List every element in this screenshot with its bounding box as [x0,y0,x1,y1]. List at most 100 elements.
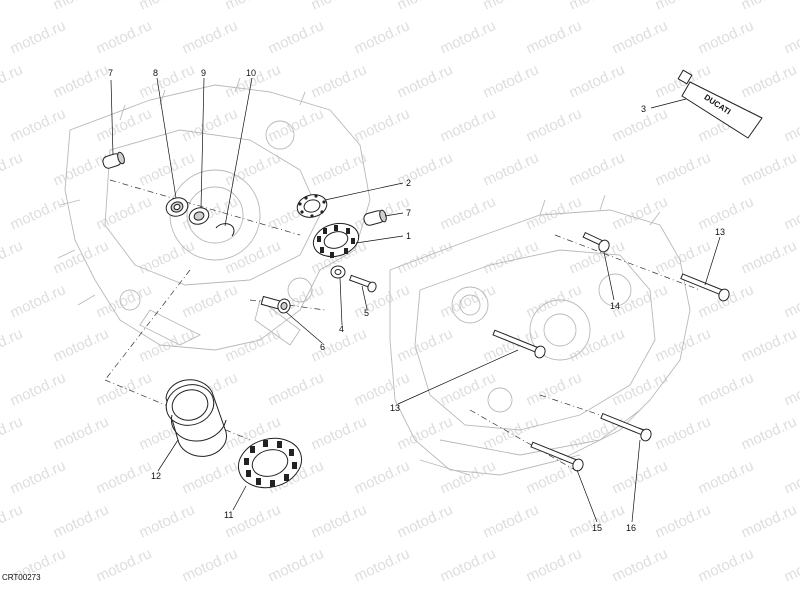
watermark-text-110: motod.ru [8,457,69,497]
watermark-text-13: motod.ru [266,17,327,57]
watermark-text-1: motod.ru [51,0,112,14]
watermark-text-5: motod.ru [395,0,456,14]
watermark-text-91: motod.ru [94,369,155,409]
callout-11: 11 [224,510,233,520]
watermark-text-4: motod.ru [309,0,370,14]
watermark-text-16: motod.ru [524,17,585,57]
watermark-text-109: motod.ru [739,413,800,453]
watermark-text-74: motod.ru [352,281,413,321]
watermark-text-26: motod.ru [481,61,542,101]
watermark-text-95: motod.ru [438,369,499,409]
watermark-text-132: motod.ru [180,545,241,585]
watermark-text-107: motod.ru [567,413,628,453]
callout-1: 1 [406,231,411,241]
callout-13-lower: 13 [390,403,400,413]
dowel-pin-right [363,209,387,226]
callout-3: 3 [641,104,646,114]
watermark-text-138: motod.ru [696,545,757,585]
watermark-text-108: motod.ru [653,413,714,453]
watermark-text-131: motod.ru [94,545,155,585]
callout-labels: 7 8 9 10 3 2 7 1 13 14 5 4 6 13 12 11 15… [108,68,725,533]
watermark-text-48: motod.ru [653,149,714,189]
watermark-text-137: motod.ru [610,545,671,585]
watermark-text-105: motod.ru [395,413,456,453]
watermark-text-121: motod.ru [51,501,112,541]
watermark-text-85: motod.ru [395,325,456,365]
watermark-text-42: motod.ru [137,149,198,189]
watermark-text-133: motod.ru [266,545,327,585]
large-roller-bearing [237,437,303,489]
screw [348,274,377,293]
callout-13-upper: 13 [715,227,725,237]
watermark-text-114: motod.ru [352,457,413,497]
watermark-text-117: motod.ru [610,457,671,497]
watermark-text-12: motod.ru [180,17,241,57]
watermark-text-81: motod.ru [51,325,112,365]
watermark-text-111: motod.ru [94,457,155,497]
watermark-text-7: motod.ru [567,0,628,14]
watermark-text-51: motod.ru [94,193,155,233]
watermark-text-49: motod.ru [739,149,800,189]
watermark-text-135: motod.ru [438,545,499,585]
watermark-text-125: motod.ru [395,501,456,541]
watermark-text-15: motod.ru [438,17,499,57]
watermark-text-99: motod.ru [782,369,800,409]
watermark-text-43: motod.ru [223,149,284,189]
watermark-text-44: motod.ru [309,149,370,189]
watermark-text-139: motod.ru [782,545,800,585]
watermark-text-21: motod.ru [51,61,112,101]
watermark-text-66: motod.ru [481,237,542,277]
watermark-text-68: motod.ru [653,237,714,277]
watermark-text-112: motod.ru [180,457,241,497]
watermark-text-62: motod.ru [137,237,198,277]
watermark-text-80: motod.ru [0,325,25,365]
watermark-text-123: motod.ru [223,501,284,541]
watermark-text-52: motod.ru [180,193,241,233]
dowel-pin-left [102,151,125,169]
watermark-text-58: motod.ru [696,193,757,233]
plug-bolt [260,295,291,314]
watermark-text-19: motod.ru [782,17,800,57]
watermark-text-25: motod.ru [395,61,456,101]
watermark-text-40: motod.ru [0,149,25,189]
callout-7-left: 7 [108,68,113,78]
watermark-text-134: motod.ru [352,545,413,585]
watermark-text-126: motod.ru [481,501,542,541]
watermark-text-122: motod.ru [137,501,198,541]
callout-7-right: 7 [406,208,411,218]
watermark-text-8: motod.ru [653,0,714,14]
watermark-text-17: motod.ru [610,17,671,57]
watermark-text-63: motod.ru [223,237,284,277]
watermark-text-118: motod.ru [696,457,757,497]
watermark-text-89: motod.ru [739,325,800,365]
washer [330,265,346,279]
watermark-text-96: motod.ru [524,369,585,409]
ball-bearing [296,194,328,218]
watermark-text-0: motod.ru [0,0,25,14]
callout-2: 2 [406,178,411,188]
watermark-text-35: motod.ru [438,105,499,145]
watermark-text-70: motod.ru [8,281,69,321]
watermark-text-24: motod.ru [309,61,370,101]
watermark-text-37: motod.ru [610,105,671,145]
bolt-13-lower [492,329,546,359]
watermark-text-29: motod.ru [739,61,800,101]
watermark-text-60: motod.ru [0,237,25,277]
reference-code: CRT00273 [2,573,41,582]
watermark-text-3: motod.ru [223,0,284,14]
watermark-text-22: motod.ru [137,61,198,101]
watermark-text-2: motod.ru [137,0,198,14]
bolt-16 [600,412,652,442]
watermark-text-72: motod.ru [180,281,241,321]
watermark-text-59: motod.ru [782,193,800,233]
callout-15: 15 [592,523,602,533]
watermark-text-97: motod.ru [610,369,671,409]
callout-14: 14 [610,301,620,311]
watermark-text-69: motod.ru [739,237,800,277]
callout-12: 12 [151,471,161,481]
watermark-text-94: motod.ru [352,369,413,409]
watermark-text-104: motod.ru [309,413,370,453]
watermark-text-41: motod.ru [51,149,112,189]
